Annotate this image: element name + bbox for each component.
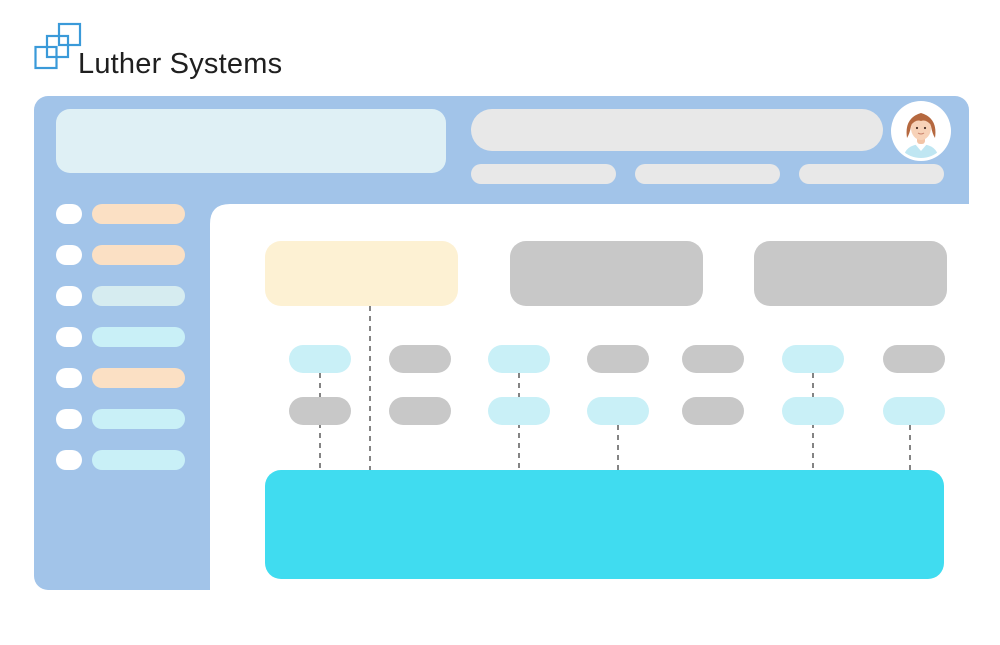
diagram-node[interactable]: [488, 345, 550, 373]
sidebar-item-bar[interactable]: [92, 204, 185, 224]
diagram-node[interactable]: [682, 345, 744, 373]
overlapping-squares-logo-icon: [34, 22, 82, 70]
sidebar-item-bar[interactable]: [92, 245, 185, 265]
service-block-2[interactable]: [510, 241, 703, 306]
header-nav-item-3[interactable]: [799, 164, 944, 184]
sidebar-item-dot[interactable]: [56, 204, 82, 224]
sidebar-item-bar[interactable]: [92, 368, 185, 388]
header-search-block[interactable]: [56, 109, 446, 173]
service-block-3[interactable]: [754, 241, 947, 306]
sidebar-item-dot[interactable]: [56, 286, 82, 306]
sidebar-item-dot[interactable]: [56, 450, 82, 470]
diagram-node[interactable]: [389, 345, 451, 373]
diagram-node[interactable]: [782, 397, 844, 425]
header-title-bar: [471, 109, 883, 151]
diagram-node[interactable]: [883, 345, 945, 373]
service-block-1[interactable]: [265, 241, 458, 306]
sidebar-item-dot[interactable]: [56, 327, 82, 347]
brand-name: Luther Systems: [78, 48, 283, 80]
sidebar-item-dot[interactable]: [56, 245, 82, 265]
header-nav-item-1[interactable]: [471, 164, 616, 184]
diagram-node[interactable]: [587, 345, 649, 373]
diagram-node[interactable]: [389, 397, 451, 425]
user-avatar-icon[interactable]: [890, 100, 952, 162]
diagram-node[interactable]: [488, 397, 550, 425]
sidebar-item-bar[interactable]: [92, 409, 185, 429]
sidebar-item-bar[interactable]: [92, 450, 185, 470]
sidebar-item-dot[interactable]: [56, 409, 82, 429]
diagram-node[interactable]: [782, 345, 844, 373]
diagram-node[interactable]: [883, 397, 945, 425]
base-layer-block[interactable]: [265, 470, 944, 579]
header-nav-item-2[interactable]: [635, 164, 780, 184]
diagram-node[interactable]: [682, 397, 744, 425]
connector-lines: [319, 306, 911, 470]
app-window: [34, 96, 969, 590]
diagram-node[interactable]: [587, 397, 649, 425]
diagram-node[interactable]: [289, 397, 351, 425]
sidebar-item-bar[interactable]: [92, 327, 185, 347]
sidebar-item-dot[interactable]: [56, 368, 82, 388]
diagram-node[interactable]: [289, 345, 351, 373]
sidebar-item-bar[interactable]: [92, 286, 185, 306]
